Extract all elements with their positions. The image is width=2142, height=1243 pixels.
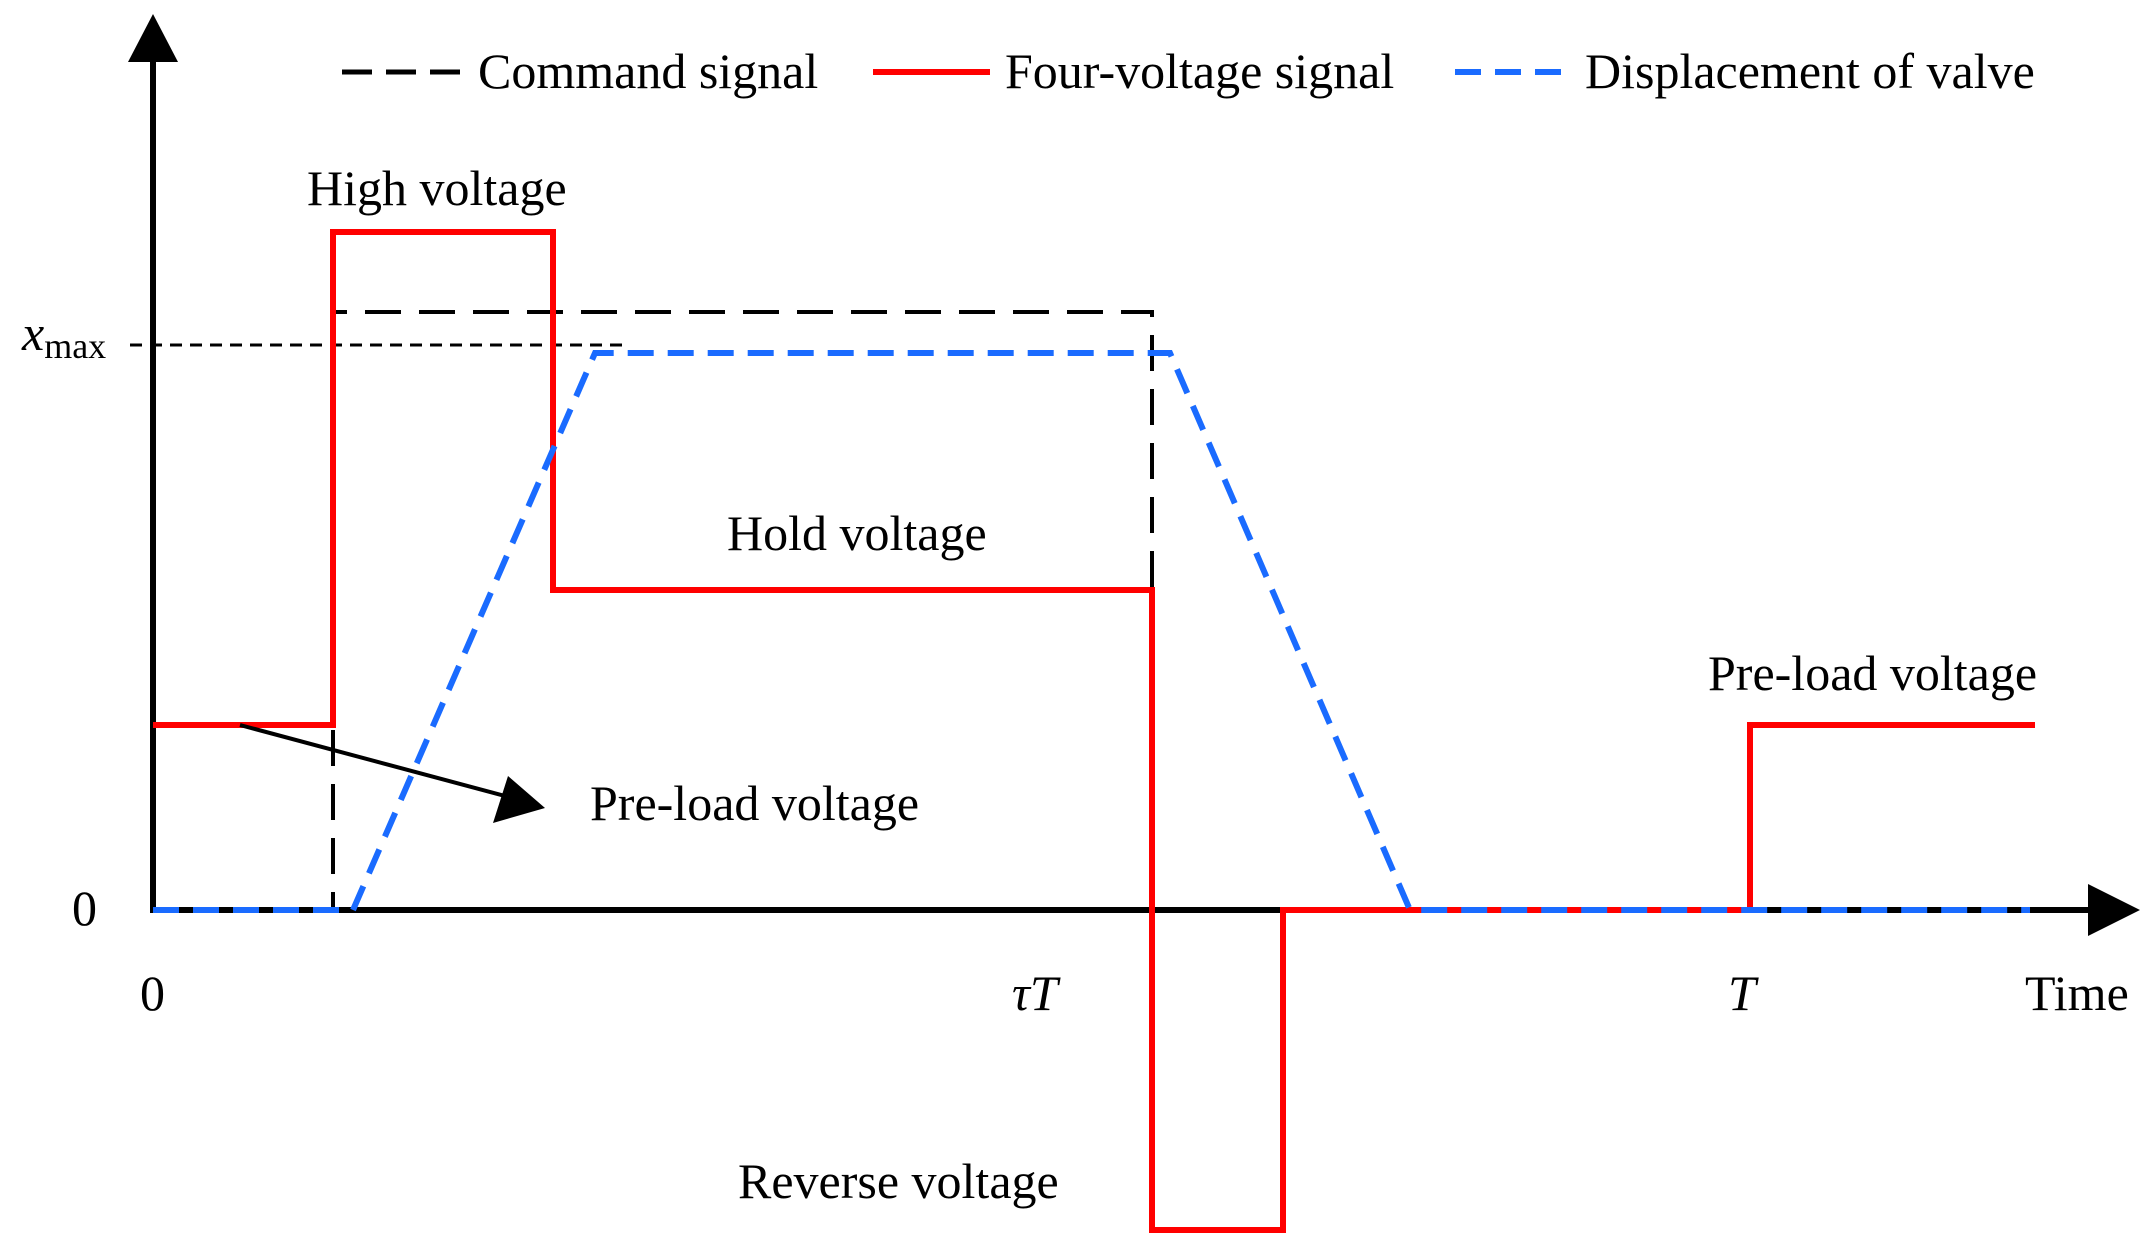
legend-displacement-label: Displacement of valve bbox=[1585, 43, 2035, 99]
high-voltage-label: High voltage bbox=[307, 160, 567, 216]
hold-voltage-label: Hold voltage bbox=[727, 505, 987, 561]
y-axis-arrow bbox=[128, 14, 178, 62]
y-tick-xmax-sub: max bbox=[44, 326, 106, 366]
preload-annotation-arrow bbox=[239, 723, 521, 802]
y-tick-xmax: xmax bbox=[21, 305, 106, 366]
preload-voltage-left-label: Pre-load voltage bbox=[590, 775, 919, 831]
axis-labels: xmax 0 0 τT T Time bbox=[21, 305, 2129, 1021]
x-tick-tau-suffix: T bbox=[1030, 965, 1061, 1021]
x-tick-tau-prefix: τ bbox=[1012, 965, 1032, 1021]
x-tick-tau-t: τT bbox=[1012, 965, 1061, 1021]
reverse-voltage-label: Reverse voltage bbox=[738, 1153, 1059, 1209]
x-tick-zero: 0 bbox=[140, 965, 165, 1021]
preload-annotation-arrowhead bbox=[493, 776, 545, 823]
x-tick-t: T bbox=[1728, 965, 1759, 1021]
x-axis-label: Time bbox=[2025, 965, 2129, 1021]
x-axis-arrow bbox=[2088, 884, 2140, 936]
axes bbox=[128, 14, 2140, 936]
legend-command-label: Command signal bbox=[478, 43, 818, 99]
four-voltage-signal-line bbox=[153, 229, 2035, 1233]
annotations: High voltage Hold voltage Pre-load volta… bbox=[307, 160, 2037, 1209]
legend-four-voltage-label: Four-voltage signal bbox=[1005, 43, 1394, 99]
legend: Command signal Four-voltage signal Displ… bbox=[342, 43, 2035, 99]
y-tick-xmax-main: x bbox=[21, 305, 44, 361]
valve-displacement-line bbox=[153, 350, 2030, 913]
preload-voltage-right-label: Pre-load voltage bbox=[1708, 645, 2037, 701]
y-tick-zero: 0 bbox=[72, 880, 97, 936]
